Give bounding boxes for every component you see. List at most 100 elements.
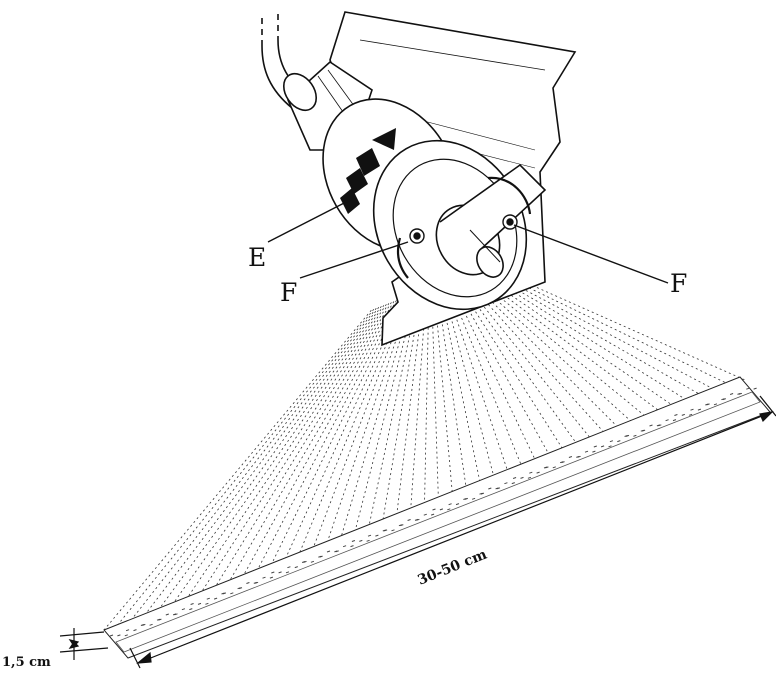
strip-thickness-dimension (59, 628, 109, 660)
label-e: E (248, 243, 266, 272)
strip-speckle (722, 398, 726, 401)
spray-ray (436, 284, 467, 489)
leader-f-right (513, 224, 669, 284)
spray-ray (486, 264, 746, 381)
strip-speckle (471, 497, 476, 500)
strip-speckle (269, 576, 274, 579)
label-f-left: F (280, 278, 297, 307)
spray-ray (441, 282, 495, 478)
strip-speckle (181, 608, 186, 611)
strip-speckle (423, 513, 427, 516)
strip-speckle (504, 482, 508, 485)
strip-speckle (697, 408, 702, 411)
spray-ray (215, 302, 392, 587)
strip-speckle (641, 429, 646, 432)
strip-speckle (310, 560, 315, 563)
strip-speckle (511, 482, 515, 485)
spray-ray (326, 294, 412, 544)
atomizer-body (322, 98, 547, 311)
strip-speckle (416, 518, 420, 521)
strip-speckle (287, 566, 291, 569)
spray-ray (187, 304, 387, 598)
strip-speckle (303, 560, 307, 563)
spray-ray (229, 301, 395, 582)
spray-ray (173, 305, 385, 604)
label-f-right: F (670, 269, 687, 298)
spray-strip (103, 376, 771, 659)
strip-speckle (350, 545, 354, 548)
strip-speckle (319, 555, 323, 558)
strip-speckle (326, 550, 331, 553)
strip-speckle (430, 513, 435, 516)
strip-speckle (536, 471, 540, 474)
strip-speckle (271, 571, 275, 574)
leader-f-left (299, 241, 409, 279)
spray-ray (448, 279, 537, 462)
strip-speckle (753, 387, 757, 390)
spray-ray (410, 288, 427, 511)
adjustment-screw-right (487, 176, 532, 230)
spray-ray (443, 281, 509, 473)
strip-speckle (713, 403, 718, 406)
strip-speckle (222, 592, 227, 595)
strip-speckle (658, 424, 662, 427)
strip-speckle (367, 534, 372, 537)
strip-speckle (561, 461, 565, 464)
strip-speckle (649, 424, 653, 427)
strip-speckle (520, 476, 524, 479)
strip-speckle (230, 592, 234, 595)
strip-speckle (672, 419, 677, 422)
strip-speckle (688, 413, 693, 416)
strip-speckle (400, 524, 404, 527)
strip-speckle (527, 476, 532, 479)
strip-speckle (455, 503, 460, 506)
strip-speckle (608, 445, 612, 448)
strip-speckle (117, 634, 121, 637)
rotation-direction-arrows (340, 128, 396, 214)
strip-speckle (158, 618, 162, 621)
adjustment-screw-left (397, 228, 425, 279)
strip-speckle (577, 455, 581, 458)
strip-speckle (254, 581, 259, 584)
strip-speckle (665, 419, 669, 422)
leader-lines (267, 199, 669, 284)
strip-thickness-label: 1,5 cm (2, 655, 51, 670)
spray-ray (201, 303, 390, 593)
strip-speckle (238, 587, 243, 590)
strip-speckle (464, 497, 468, 500)
width-dimension-line (129, 395, 776, 669)
strip-speckle (568, 456, 573, 458)
strip-speckle (205, 602, 209, 605)
strip-speckle (335, 550, 339, 553)
strip-speckle (407, 519, 411, 521)
strip-speckle (124, 634, 128, 637)
spray-ray (256, 299, 400, 571)
spray-ray (453, 277, 565, 451)
strip-speckle (142, 623, 146, 626)
strip-speckle (625, 434, 630, 437)
strip-speckle (584, 450, 589, 453)
leader-e (267, 199, 351, 243)
strip-speckle (206, 597, 210, 600)
strip-speckle (391, 529, 395, 532)
strip-speckle (383, 529, 388, 532)
strip-speckle (738, 392, 743, 395)
strip-speckle (109, 634, 114, 637)
strip-speckle (351, 540, 356, 542)
spray-ray (451, 278, 551, 457)
strip-speckle (617, 440, 621, 443)
strip-speckle (552, 466, 556, 469)
strip-speckle (729, 393, 734, 395)
strip-speckle (488, 487, 492, 490)
strip-speckle (681, 413, 685, 416)
strip-speckle (149, 623, 153, 626)
strip-speckle (213, 597, 218, 600)
strip-speckle (133, 629, 137, 632)
strip-speckle (480, 492, 485, 495)
strip-speckle (366, 539, 370, 542)
strip-speckle (190, 603, 194, 605)
strip-speckle (278, 571, 282, 574)
strip-speckle (189, 608, 193, 611)
strip-speckle (593, 445, 597, 448)
